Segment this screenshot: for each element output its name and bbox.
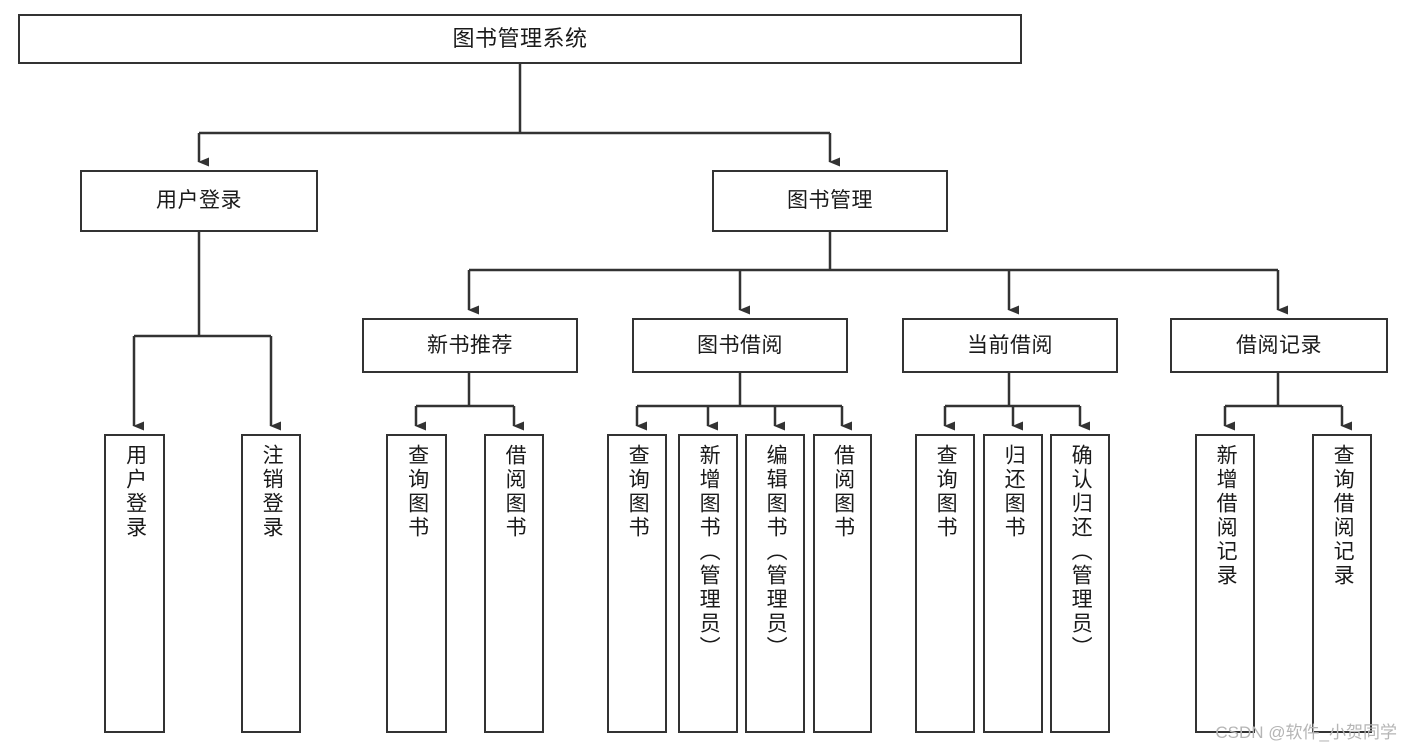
node-label-current-borrow: 当前借阅 [967, 333, 1053, 357]
node-new-book-recommend[interactable]: 新书推荐 [362, 318, 578, 373]
node-label-book-manage: 图书管理 [787, 189, 873, 213]
node-leaf-br-add-record[interactable]: 新增借阅记录 [1195, 434, 1255, 733]
node-label-leaf-user-login: 用户登录 [123, 444, 147, 540]
node-leaf-bb-edit-book[interactable]: 编辑图书（管理员） [745, 434, 805, 733]
node-label-user-login: 用户登录 [156, 189, 242, 213]
node-root-system[interactable]: 图书管理系统 [18, 14, 1022, 64]
node-label-leaf-bb-add-book: 新增图书（管理员） [697, 444, 721, 660]
node-label-leaf-bb-borrow-book: 借阅图书 [831, 444, 855, 540]
csdn-watermark: CSDN @软件_小贺同学 [1215, 723, 1397, 742]
node-label-leaf-nbr-query-book: 查询图书 [405, 444, 429, 540]
node-label-leaf-nbr-borrow-book: 借阅图书 [503, 444, 527, 540]
node-leaf-cb-query-book[interactable]: 查询图书 [915, 434, 975, 733]
node-leaf-user-logout[interactable]: 注销登录 [241, 434, 301, 733]
node-label-book-borrow: 图书借阅 [697, 333, 783, 357]
node-current-borrow[interactable]: 当前借阅 [902, 318, 1118, 373]
node-book-borrow[interactable]: 图书借阅 [632, 318, 848, 373]
node-label-leaf-cb-query-book: 查询图书 [934, 444, 958, 540]
node-leaf-br-query-record[interactable]: 查询借阅记录 [1312, 434, 1372, 733]
node-leaf-nbr-borrow-book[interactable]: 借阅图书 [484, 434, 544, 733]
node-leaf-cb-confirm-return[interactable]: 确认归还（管理员） [1050, 434, 1110, 733]
node-book-manage[interactable]: 图书管理 [712, 170, 948, 232]
node-label-leaf-cb-confirm-return: 确认归还（管理员） [1069, 444, 1093, 660]
node-leaf-user-login[interactable]: 用户登录 [104, 434, 165, 733]
node-user-login[interactable]: 用户登录 [80, 170, 318, 232]
node-label-leaf-bb-query-book: 查询图书 [626, 444, 650, 540]
node-leaf-bb-query-book[interactable]: 查询图书 [607, 434, 667, 733]
node-leaf-bb-borrow-book[interactable]: 借阅图书 [813, 434, 872, 733]
node-leaf-bb-add-book[interactable]: 新增图书（管理员） [678, 434, 738, 733]
node-label-leaf-bb-edit-book: 编辑图书（管理员） [764, 444, 788, 660]
node-leaf-cb-return-book[interactable]: 归还图书 [983, 434, 1043, 733]
node-label-leaf-br-query-record: 查询借阅记录 [1331, 444, 1355, 588]
node-label-borrow-record: 借阅记录 [1236, 333, 1322, 357]
node-label-leaf-cb-return-book: 归还图书 [1002, 444, 1026, 540]
node-label-new-book-recommend: 新书推荐 [427, 333, 513, 357]
node-label-leaf-br-add-record: 新增借阅记录 [1214, 444, 1238, 588]
node-leaf-nbr-query-book[interactable]: 查询图书 [386, 434, 447, 733]
node-borrow-record[interactable]: 借阅记录 [1170, 318, 1388, 373]
node-label-root: 图书管理系统 [452, 25, 588, 51]
node-label-leaf-user-logout: 注销登录 [260, 444, 284, 540]
